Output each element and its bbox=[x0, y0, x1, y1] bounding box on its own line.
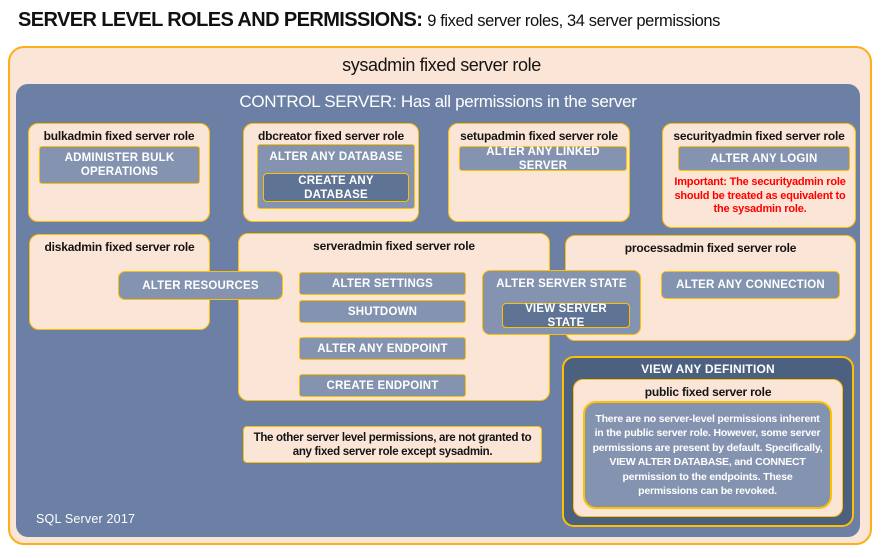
public-role-title: public fixed server role bbox=[644, 385, 772, 399]
permission-alter-any-linked-server: ALTER ANY LINKED SERVER bbox=[459, 146, 627, 172]
sysadmin-role-label: sysadmin fixed server role bbox=[342, 55, 541, 75]
view-any-definition-label: VIEW ANY DEFINITION bbox=[641, 362, 775, 376]
permission-alter-any-connection: ALTER ANY CONNECTION bbox=[661, 271, 840, 299]
permission-alter-settings: ALTER SETTINGS bbox=[299, 272, 466, 295]
permission-alter-any-database-label: ALTER ANY DATABASE bbox=[269, 151, 403, 163]
permission-create-endpoint: CREATE ENDPOINT bbox=[299, 374, 466, 397]
permission-alter-server-state: ALTER SERVER STATE VIEW SERVER STATE bbox=[482, 270, 641, 335]
public-role-box: public fixed server role There are no se… bbox=[573, 379, 843, 517]
diskadmin-role-title: diskadmin fixed server role bbox=[44, 240, 195, 254]
securityadmin-role-box: securityadmin fixed server role ALTER AN… bbox=[662, 123, 856, 228]
bulkadmin-role-box: bulkadmin fixed server role ADMINISTER B… bbox=[28, 123, 210, 222]
permission-alter-any-endpoint: ALTER ANY ENDPOINT bbox=[299, 337, 466, 360]
serveradmin-role-box: serveradmin fixed server role ALTER SETT… bbox=[238, 233, 550, 401]
bulkadmin-role-title: bulkadmin fixed server role bbox=[43, 129, 195, 143]
serveradmin-role-title: serveradmin fixed server role bbox=[313, 239, 475, 253]
dbcreator-role-title: dbcreator fixed server role bbox=[257, 129, 404, 143]
processadmin-role-title: processadmin fixed server role bbox=[624, 241, 797, 255]
securityadmin-role-title: securityadmin fixed server role bbox=[673, 129, 845, 143]
sql-server-version-label: SQL Server 2017 bbox=[36, 512, 136, 526]
permission-view-server-state: VIEW SERVER STATE bbox=[502, 303, 630, 329]
dbcreator-role-box: dbcreator fixed server role ALTER ANY DA… bbox=[243, 123, 419, 222]
permission-alter-server-state-label: ALTER SERVER STATE bbox=[496, 278, 627, 290]
public-role-note: There are no server-level permissions in… bbox=[583, 401, 832, 509]
permission-shutdown: SHUTDOWN bbox=[299, 300, 466, 323]
page-title-sub: 9 fixed server roles, 34 server permissi… bbox=[427, 12, 721, 30]
permission-alter-resources: ALTER RESOURCES bbox=[118, 271, 283, 300]
permission-alter-any-login: ALTER ANY LOGIN bbox=[678, 146, 850, 171]
other-permissions-note: The other server level permissions, are … bbox=[243, 426, 542, 463]
page-title-main: SERVER LEVEL ROLES AND PERMISSIONS: bbox=[18, 9, 423, 31]
permission-alter-any-database: ALTER ANY DATABASE CREATE ANY DATABASE bbox=[257, 144, 415, 209]
securityadmin-warning-text: Important: The securityadmin role should… bbox=[674, 176, 846, 215]
permission-create-any-database: CREATE ANY DATABASE bbox=[263, 173, 409, 202]
control-server-label: CONTROL SERVER: Has all permissions in t… bbox=[239, 92, 637, 111]
permission-administer-bulk-operations: ADMINISTER BULK OPERATIONS bbox=[39, 146, 200, 184]
page-title: SERVER LEVEL ROLES AND PERMISSIONS:9 fix… bbox=[18, 9, 720, 32]
view-any-definition-box: VIEW ANY DEFINITION public fixed server … bbox=[562, 356, 854, 527]
setupadmin-role-box: setupadmin fixed server role ALTER ANY L… bbox=[448, 123, 630, 222]
setupadmin-role-title: setupadmin fixed server role bbox=[460, 129, 618, 143]
